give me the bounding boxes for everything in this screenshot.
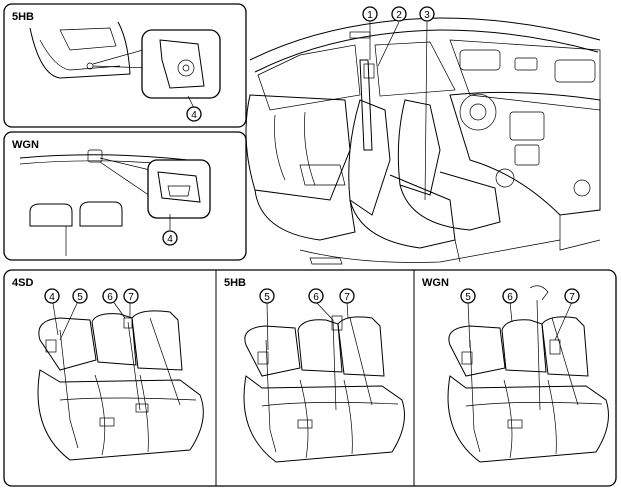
panel-5hb-detail: 5HB [3,3,247,128]
svg-text:7: 7 [128,292,134,303]
panel-label-5hb-bottom: 5HB [224,277,246,289]
callout-7-wgn: 7 [564,288,580,304]
callout-4-4sd: 4 [44,288,60,304]
svg-text:3: 3 [424,10,430,21]
callout-5-4sd: 5 [72,288,88,304]
svg-text:5: 5 [465,292,471,303]
svg-text:4: 4 [49,292,55,303]
callout-6-wgn: 6 [502,288,518,304]
callout-2: 2 [391,6,407,22]
svg-text:2: 2 [396,10,402,21]
svg-text:4: 4 [191,110,197,121]
callout-5-5hb: 5 [259,288,275,304]
callout-1: 1 [362,6,378,22]
panel-label-wgn-top: WGN [12,139,39,151]
panel-label-wgn-bottom: WGN [422,277,449,289]
panel-4sd-rear-seat: 4SD [12,277,204,461]
svg-text:6: 6 [313,292,319,303]
callout-7-5hb: 7 [339,288,355,304]
panel-wgn-rear-seat: WGN [422,277,609,463]
callout-leaders-main [369,21,428,201]
panel-label-5hb: 5HB [12,11,34,23]
car-interior-illustration [245,17,601,265]
svg-text:7: 7 [344,292,350,303]
callout-6-4sd: 6 [102,288,118,304]
svg-text:7: 7 [569,292,575,303]
callout-4-5hb: 4 [186,106,202,122]
panel-wgn-detail: WGN [3,131,247,261]
svg-text:6: 6 [507,292,513,303]
callout-5-wgn: 5 [460,288,476,304]
svg-text:4: 4 [167,234,173,245]
svg-text:5: 5 [264,292,270,303]
svg-text:5: 5 [77,292,83,303]
callout-3: 3 [419,6,435,22]
svg-text:6: 6 [107,292,113,303]
callout-6-5hb: 6 [308,288,324,304]
callout-7-4sd: 7 [123,288,139,304]
panel-5hb-rear-seat: 5HB [224,277,405,463]
panel-label-4sd: 4SD [12,277,33,289]
callout-4-wgn: 4 [162,230,178,246]
svg-text:1: 1 [367,10,373,21]
rear-seat-panels [3,269,617,487]
